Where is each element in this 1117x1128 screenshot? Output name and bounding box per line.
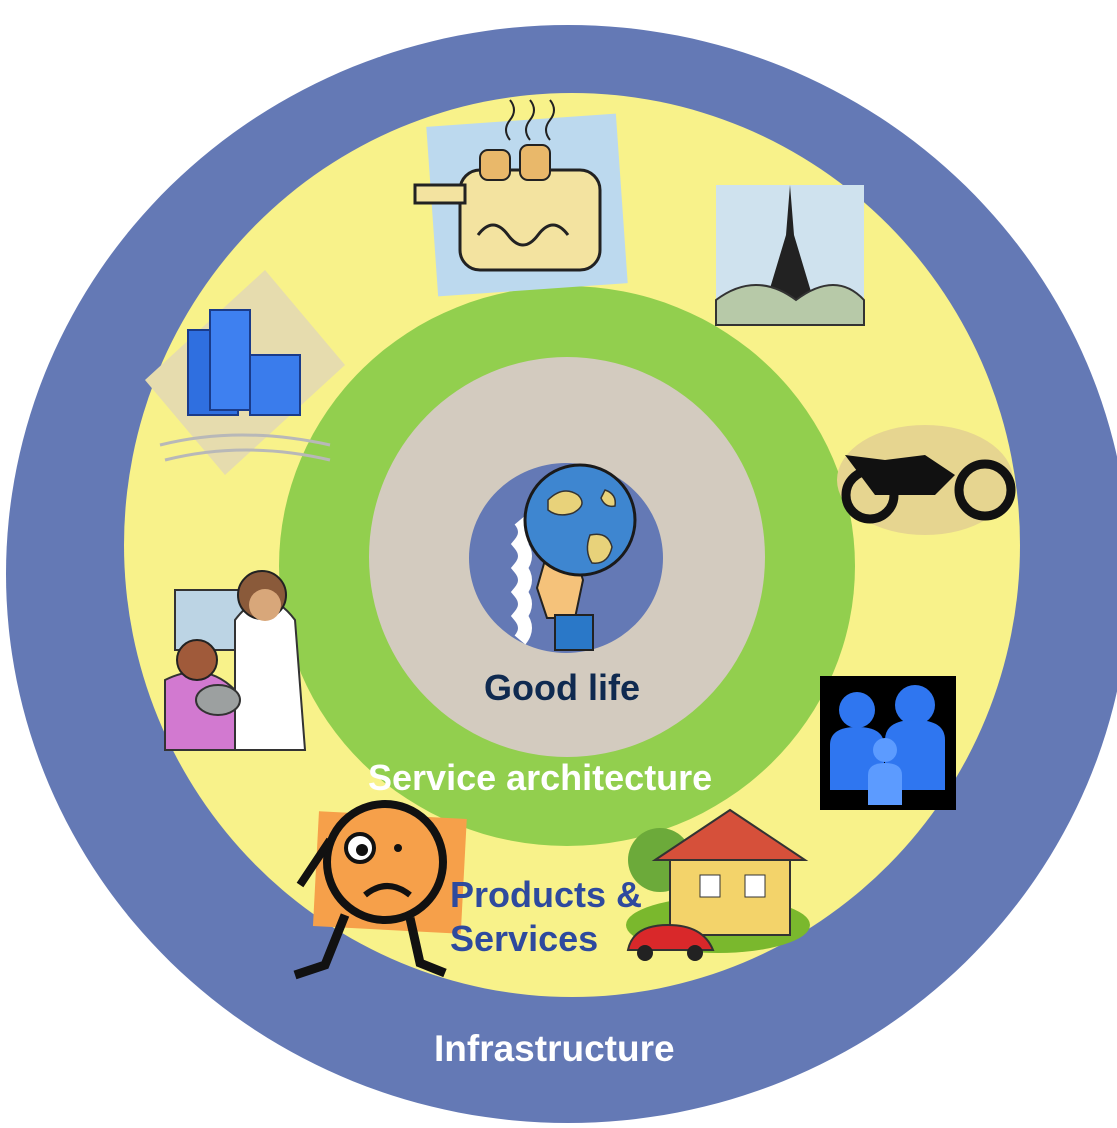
products-services-label: Products & Services bbox=[450, 873, 642, 961]
family-icon bbox=[820, 676, 956, 810]
motorcycle-icon bbox=[837, 425, 1016, 535]
products-label-line2: Services bbox=[450, 918, 599, 959]
office-building-icon bbox=[145, 270, 345, 475]
service-architecture-label: Service architecture bbox=[368, 757, 713, 798]
toaster-icon bbox=[413, 99, 628, 297]
infrastructure-label: Infrastructure bbox=[434, 1028, 675, 1069]
eiffel-tower-icon bbox=[715, 185, 865, 326]
house-car-icon bbox=[626, 808, 810, 961]
globe-atlas-icon bbox=[510, 463, 637, 651]
good-life-label: Good life bbox=[484, 667, 640, 708]
worried-face-icon bbox=[293, 800, 467, 980]
products-label-line1: Products & bbox=[450, 874, 643, 915]
vet-clinic-icon bbox=[164, 570, 307, 751]
